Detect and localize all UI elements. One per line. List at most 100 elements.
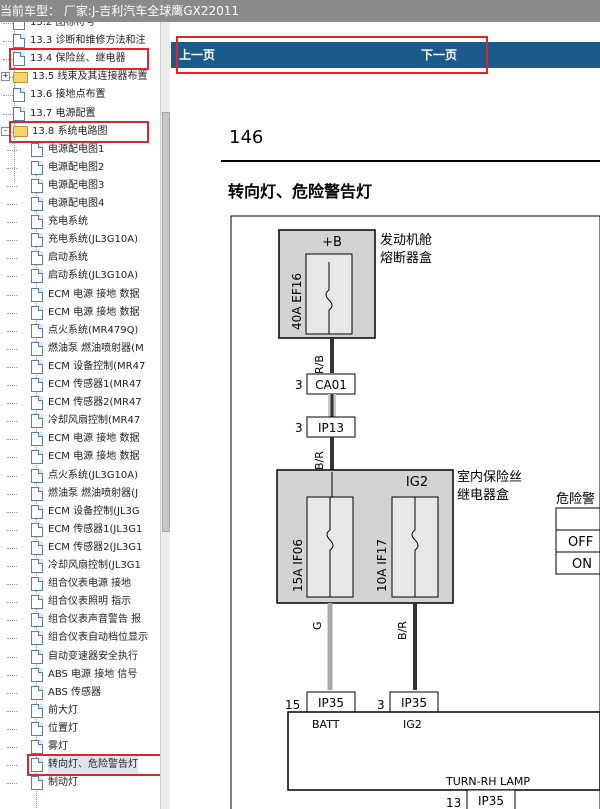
tree-doc-item[interactable]: 位置灯: [31, 720, 78, 738]
tree-doc-item[interactable]: 前大灯: [31, 702, 78, 720]
tree-folder-item[interactable]: 13.5 线束及其连接器布置: [13, 68, 147, 86]
collapse-toggle[interactable]: -: [1, 125, 10, 136]
document-icon: [31, 305, 43, 320]
tree-doc-item[interactable]: 启动系统(JL3G10A): [31, 267, 138, 285]
tree-doc-item[interactable]: 13.4 保险丝、继电器: [13, 50, 125, 68]
document-icon: [31, 215, 43, 230]
tree-doc-item[interactable]: 电源配电图2: [31, 159, 104, 177]
tree-folder-item[interactable]: 13.8 系统电路图: [13, 123, 107, 141]
next-page-link[interactable]: 下一页: [421, 48, 458, 62]
tree-doc-item[interactable]: 点火系统(JL3G10A): [31, 467, 138, 485]
tree-branch-line: [7, 566, 17, 567]
tree-item-label: ECM 电源 接地 数据: [48, 451, 140, 463]
tree-branch-line: [7, 167, 17, 169]
window-titlebar: 当前车型： 厂家:J-吉利汽车全球鹰GX22011: [0, 0, 600, 22]
tree-branch-line: [7, 584, 17, 586]
tree-doc-item[interactable]: ECM 传感器2(JL3G1: [31, 539, 142, 557]
tree-branch-line: [7, 547, 17, 549]
tree-doc-item[interactable]: ECM 电源 接地 数据: [31, 448, 139, 466]
tree-doc-item[interactable]: 13.2 图标符号: [13, 22, 95, 32]
tree-item-label: 启动系统(JL3G10A): [48, 270, 138, 282]
tree-doc-item[interactable]: ABS 传感器: [31, 684, 101, 702]
tree-doc-item[interactable]: 组合仪表电源 接地: [31, 575, 131, 593]
tree-doc-item[interactable]: 充电系统: [31, 213, 88, 231]
tree-branch-line: [7, 366, 17, 368]
tree-item-label: 13.8 系统电路图: [32, 125, 108, 137]
tree-item-label: 雾灯: [48, 741, 68, 752]
tree-doc-item[interactable]: ABS 电源 接地 信号: [31, 666, 137, 684]
expand-toggle[interactable]: +: [1, 71, 10, 82]
tree-doc-item[interactable]: 电源配电图1: [31, 141, 104, 159]
ca01-pin: 3: [295, 378, 303, 392]
tree-branch-line: [7, 475, 17, 477]
tree-item-label: 电源配电图4: [48, 198, 105, 209]
tree-doc-item[interactable]: 启动系统: [31, 249, 88, 267]
ig2-pin-label: IG2: [403, 718, 422, 731]
tree-doc-item[interactable]: 点火系统(MR479Q): [31, 322, 138, 340]
tree-item-label: 自动变速器安全执行: [48, 650, 138, 662]
tree-item-label: 燃油泵 燃油喷射器(J: [48, 487, 139, 499]
ig2-label: IG2: [406, 475, 428, 490]
tree-scrollbar[interactable]: [160, 22, 170, 809]
ip35-b-label: IP35: [401, 696, 427, 710]
document-icon: [31, 287, 43, 302]
tree-doc-item[interactable]: 13.7 电源配置: [13, 105, 95, 123]
document-icon: [31, 341, 43, 356]
tree-branch-line: [7, 620, 17, 622]
prev-page-link[interactable]: 上一页: [179, 48, 216, 62]
tree-doc-item[interactable]: ECM 设备控制(JL3G: [31, 503, 140, 521]
tree-item-label: 冷却风扇控制(JL3G1: [48, 560, 141, 571]
tree-doc-item[interactable]: 燃油泵 燃油喷射器(J: [31, 485, 138, 503]
tree-item-label: ECM 电源 接地 数据: [48, 288, 140, 300]
tree-doc-item[interactable]: 13.3 诊断和维修方法和注: [13, 32, 145, 50]
tree-branch-line: [7, 728, 17, 730]
tree-guide-line-child: [36, 162, 37, 809]
tree-item-label: 位置灯: [48, 722, 78, 734]
tree-doc-item[interactable]: 组合仪表声音警告 报: [31, 611, 141, 629]
page-rule: [221, 160, 600, 162]
tree-doc-item[interactable]: 电源配电图4: [31, 195, 104, 213]
tree-doc-item[interactable]: 转向灯、危险警告灯: [31, 756, 138, 775]
page-heading: 转向灯、危险警告灯: [228, 182, 373, 201]
engine-box-label-2: 熔断器盒: [380, 250, 432, 266]
tree-doc-item[interactable]: 电源配电图3: [31, 177, 104, 195]
tree-doc-item[interactable]: 雾灯: [31, 738, 68, 756]
tree-doc-item[interactable]: ECM 传感器1(MR47: [31, 376, 142, 394]
tree-scroll-thumb[interactable]: [162, 112, 170, 532]
tree-doc-item[interactable]: 自动变速器安全执行: [31, 648, 138, 666]
tree-item-label: ECM 电源 接地 数据: [48, 433, 140, 445]
tree-doc-item[interactable]: ECM 电源 接地 数据: [31, 304, 139, 322]
tree-branch-line: [7, 747, 17, 748]
document-icon: [31, 740, 43, 754]
ip13-label: IP13: [318, 421, 344, 435]
tree-item-label: 13.7 电源配置: [30, 107, 96, 119]
tree-doc-item[interactable]: 冷却风扇控制(JL3G1: [31, 557, 141, 575]
tree-doc-item[interactable]: ECM 传感器1(JL3G1: [31, 521, 142, 539]
tree-doc-item[interactable]: 组合仪表自动档位显示: [31, 629, 148, 647]
document-icon: [31, 142, 43, 157]
document-icon: [31, 450, 43, 465]
tree-branch-line: [3, 23, 13, 24]
tree-doc-item[interactable]: 充电系统(JL3G10A): [31, 231, 138, 249]
tree-doc-item[interactable]: ECM 电源 接地 数据: [31, 286, 139, 304]
fuse-ef16-label: 40A EF16: [290, 273, 304, 330]
document-icon: [31, 414, 43, 429]
tree-doc-item[interactable]: ECM 设备控制(MR47: [31, 358, 145, 376]
tree-doc-item[interactable]: 制动灯: [31, 774, 78, 792]
document-icon: [31, 359, 43, 374]
tree-branch-line: [7, 149, 17, 151]
tree-branch-line: [7, 674, 17, 676]
document-icon: [31, 613, 43, 628]
tree-doc-item[interactable]: 13.6 接地点布置: [13, 86, 105, 104]
tree-doc-item[interactable]: ECM 传感器2(MR47: [31, 394, 142, 412]
tree-doc-item[interactable]: 燃油泵 燃油喷射器(M: [31, 340, 144, 358]
diagram-frame: [230, 215, 600, 809]
tree-branch-line: [7, 638, 17, 640]
tree-doc-item[interactable]: 组合仪表照明 指示: [31, 593, 131, 611]
tree-item-label: 电源配电图3: [48, 179, 105, 191]
tree-doc-item[interactable]: 冷却风扇控制(MR47: [31, 412, 140, 430]
ip35-a-pin: 15: [285, 698, 300, 712]
tree-doc-item[interactable]: ECM 电源 接地 数据: [31, 430, 139, 448]
tree-item-label: 13.3 诊断和维修方法和注: [30, 35, 146, 47]
